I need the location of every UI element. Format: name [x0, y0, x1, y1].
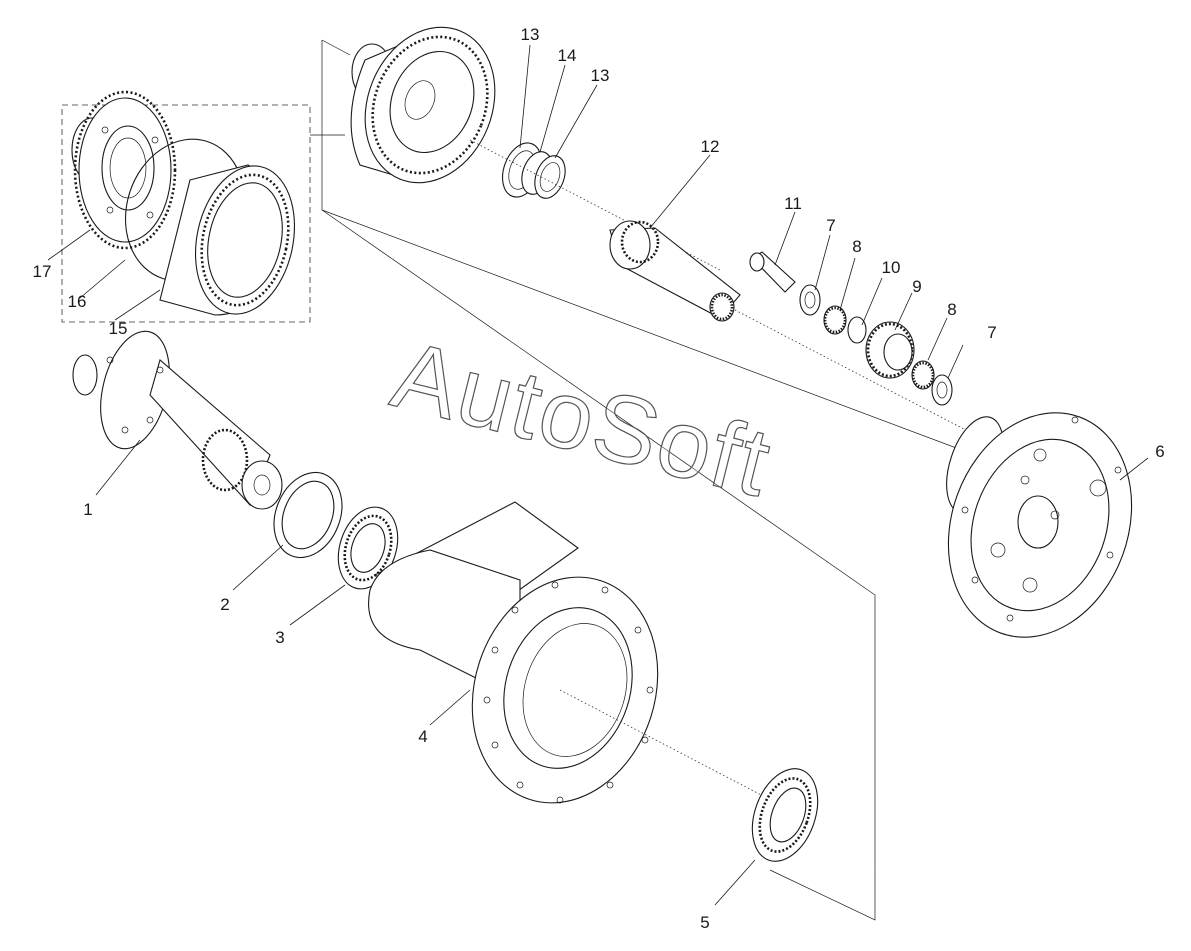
part-3-roller-bearing [337, 506, 399, 590]
part-8-needle-bearing-b [911, 360, 935, 390]
label-part-9: 9 [912, 277, 921, 296]
part-11-pin [749, 251, 796, 293]
label-part-14: 14 [558, 46, 577, 65]
part-7-thrust-washer-b [931, 374, 953, 406]
label-part-11: 11 [784, 194, 802, 213]
label-part-8b: 8 [947, 300, 956, 319]
part-8-needle-bearing-a [823, 305, 847, 335]
part-1-axle-shaft [72, 330, 283, 510]
part-9-planet-gear [865, 321, 915, 379]
part-ring-gear-hub [350, 26, 496, 184]
label-part-7b: 7 [987, 323, 996, 342]
part-15-ring-gear [159, 164, 296, 316]
label-part-10: 10 [882, 258, 901, 277]
part-7-thrust-washer-a [799, 284, 821, 316]
label-part-16: 16 [68, 292, 87, 311]
label-part-5: 5 [700, 913, 709, 932]
label-part-2: 2 [220, 595, 229, 614]
part-10-spacer-ring [847, 316, 867, 344]
part-6-carrier-flange [946, 412, 1133, 638]
label-part-12: 12 [701, 137, 720, 156]
part-5-tapered-bearing [751, 768, 819, 862]
parts-13-14-nut-lock [502, 142, 566, 199]
label-part-17: 17 [33, 262, 52, 281]
part-4-axle-housing [368, 501, 659, 804]
label-part-1: 1 [83, 500, 92, 519]
part-labels: 1 2 3 4 5 6 7 7 8 8 9 10 11 12 13 14 13 … [33, 25, 1165, 932]
label-part-7a: 7 [826, 216, 835, 235]
leader-lines [47, 44, 1149, 906]
label-part-6: 6 [1155, 442, 1164, 461]
part-2-seal-ring [273, 471, 343, 559]
label-part-15: 15 [109, 319, 128, 338]
label-part-3: 3 [275, 628, 284, 647]
watermark: AutoSoft [383, 321, 782, 518]
label-part-13a: 13 [521, 25, 540, 44]
label-part-4: 4 [418, 727, 427, 746]
label-part-8a: 8 [852, 237, 861, 256]
part-17-gear-carrier [71, 90, 177, 250]
label-part-13b: 13 [591, 66, 610, 85]
part-12-splined-shaft [609, 220, 741, 322]
